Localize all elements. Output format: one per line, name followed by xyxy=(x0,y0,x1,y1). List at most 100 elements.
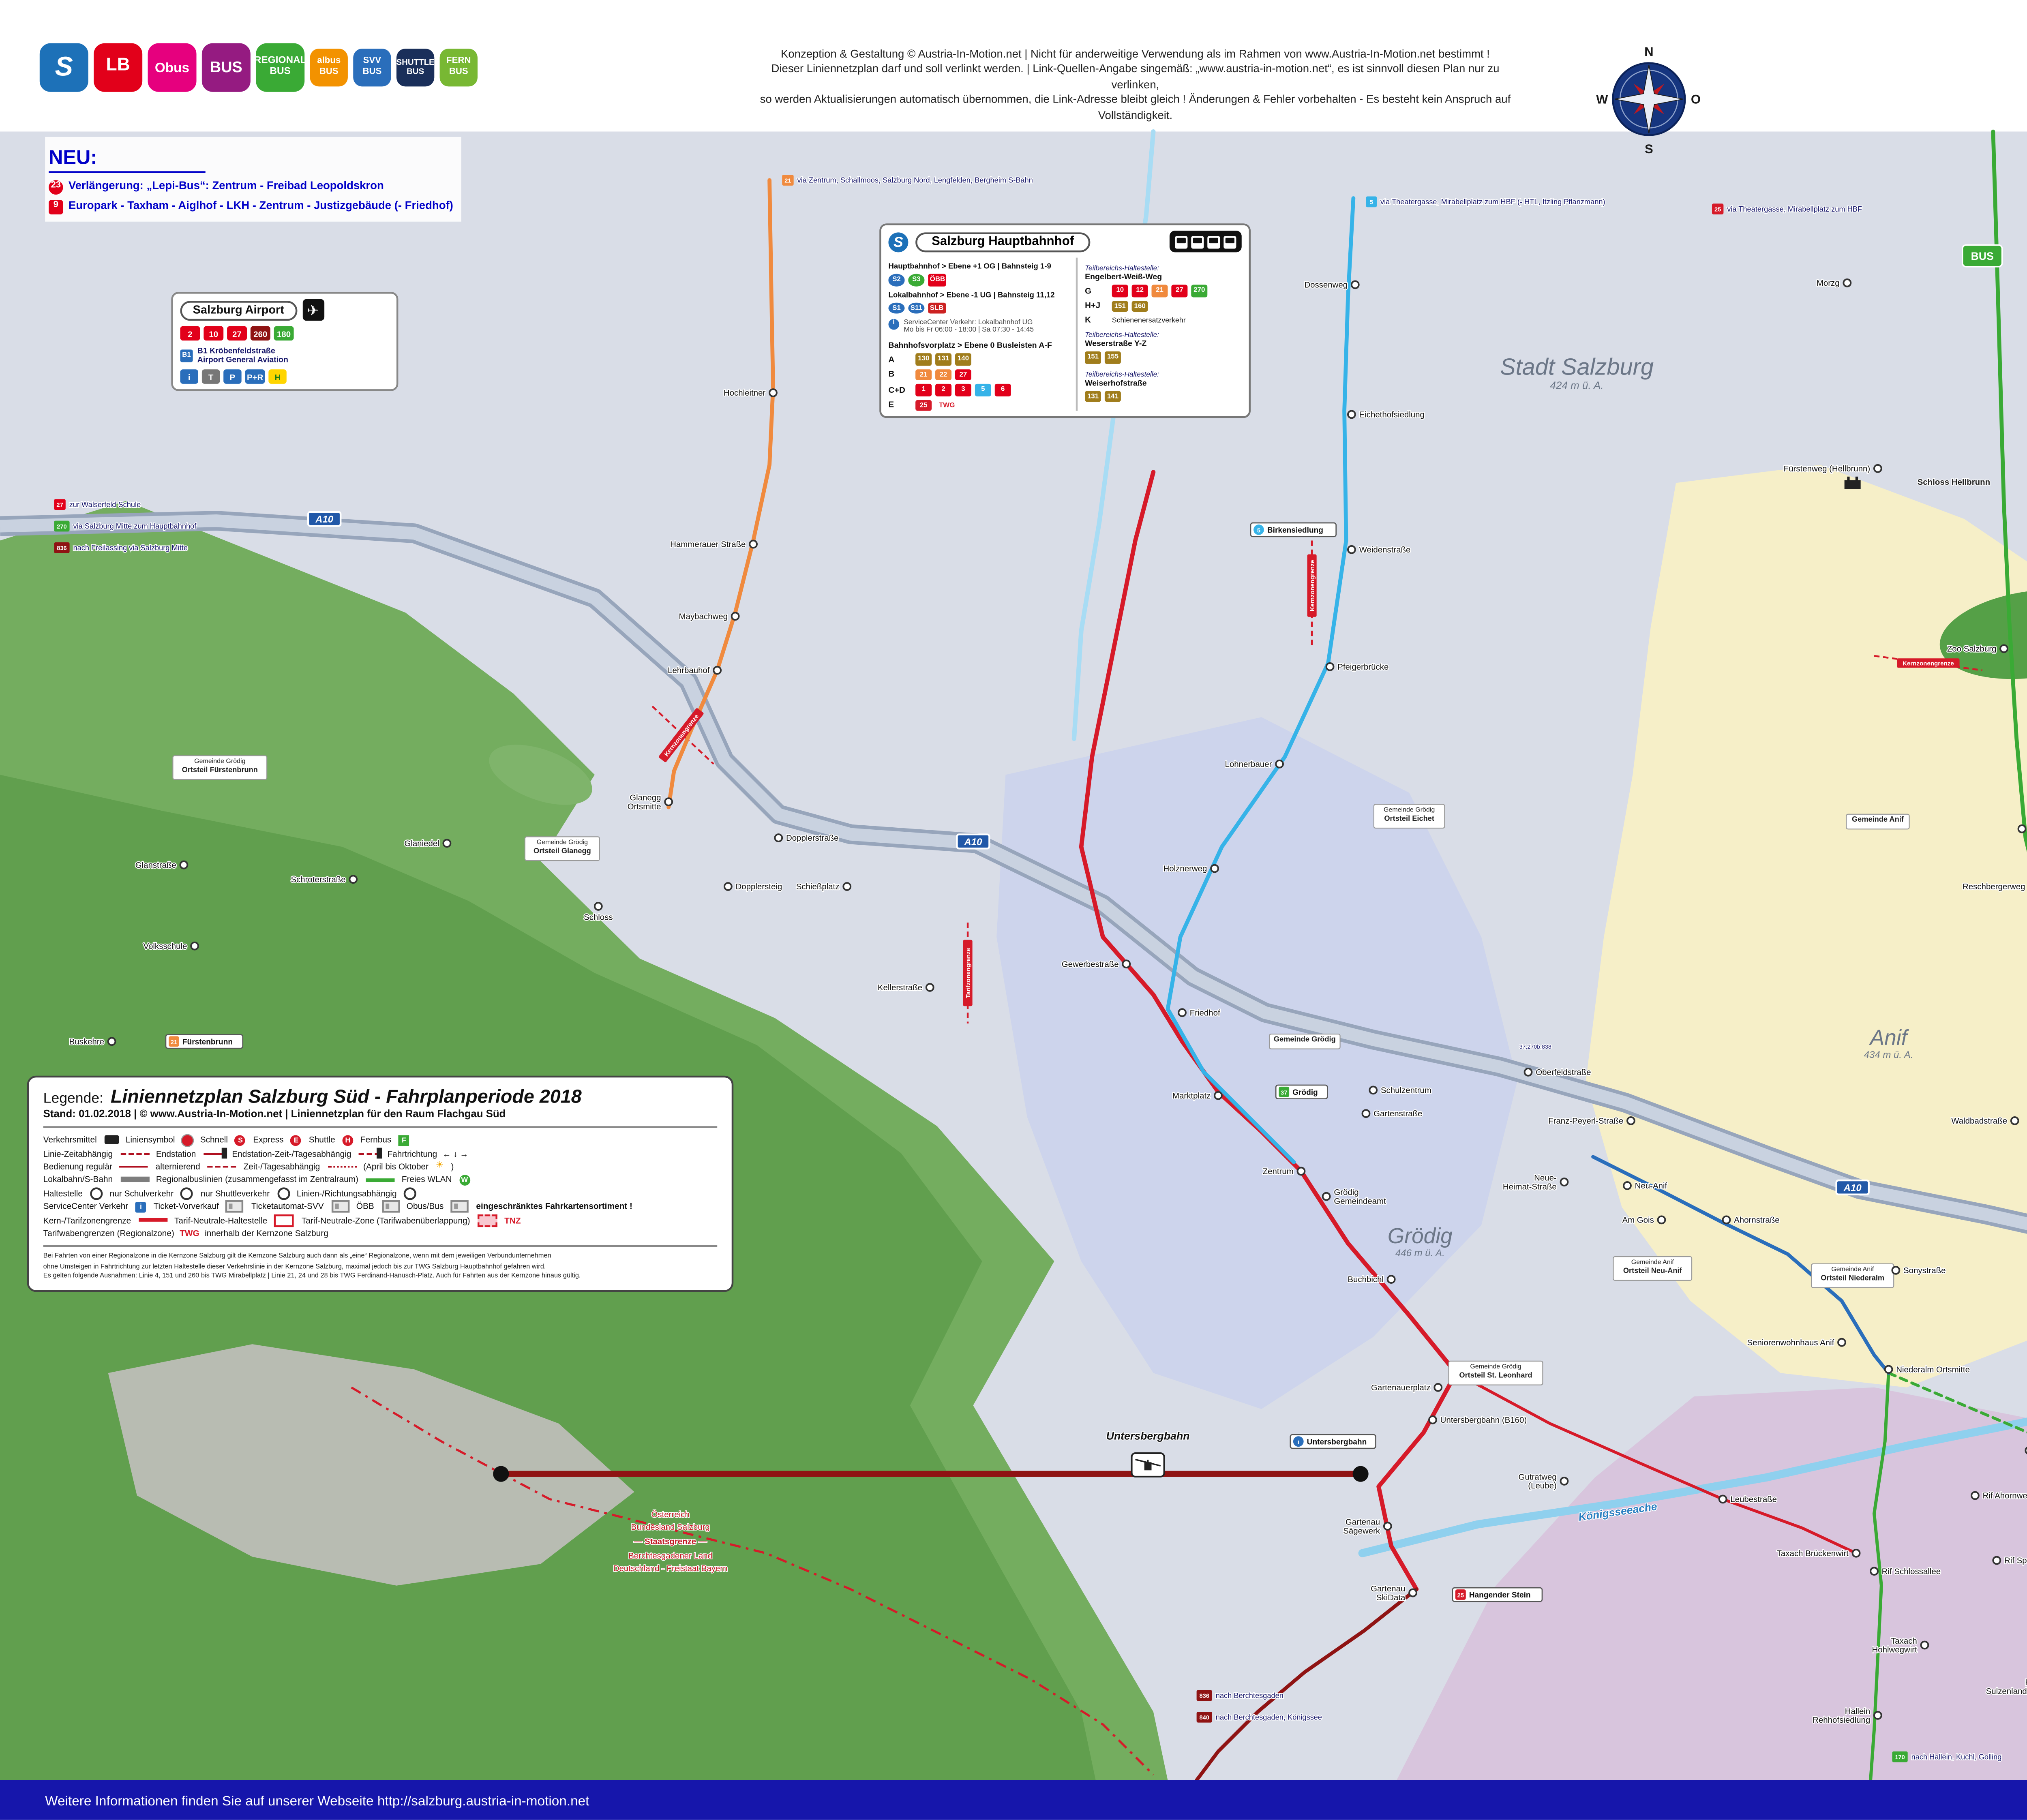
area-label: Anif xyxy=(1869,1026,1909,1050)
substop-section-name: Engelbert-Weiß-Weg xyxy=(1085,272,1162,281)
route-note: 836 nach Freilassing via Salzburg Mitte xyxy=(54,542,189,553)
station-label-line: Glaniedel xyxy=(404,839,439,848)
region-mountain xyxy=(108,1344,634,1586)
municipality-label-line: Ortsteil St. Leonhard xyxy=(1459,1371,1532,1379)
station-dot xyxy=(190,941,199,951)
legend-text: nur Shuttleverkehr xyxy=(200,1188,270,1198)
legend-fineprint-line: ohne Umsteigen in Fahrtrichtung zur letz… xyxy=(43,1262,546,1270)
terminus-label: Untersbergbahn xyxy=(1307,1438,1367,1446)
station-label: Zentrum xyxy=(1263,1167,1294,1176)
station-label-line: Neue- xyxy=(1534,1173,1557,1182)
terminus-label: Birkensiedlung xyxy=(1267,526,1323,535)
tariff-zone-label-box xyxy=(659,708,704,762)
route-green-hallein-west xyxy=(1869,1371,1890,1782)
station-label: Schloss xyxy=(584,912,613,922)
tariff-zone-label-box xyxy=(963,940,973,1006)
station-label: Am Gois xyxy=(1622,1216,1654,1225)
station-label: Schulzentrum xyxy=(1381,1086,1431,1095)
map-label: Österreich xyxy=(651,1510,689,1519)
legend-text: Kern-/Tarifzonengrenze xyxy=(43,1215,131,1225)
route-blue-anif xyxy=(1591,1155,1891,1375)
route-note-text: nach Freilassing via Salzburg Mitte xyxy=(73,544,188,552)
station-dot xyxy=(1296,1167,1306,1176)
motorway-a10 xyxy=(0,514,2027,1230)
station-label-line: Zentrum xyxy=(1263,1167,1294,1176)
hbf-level-label: Hauptbahnhof > Ebene +1 OG | Bahnsteig 1… xyxy=(888,261,1051,270)
legend-swatch-tnh xyxy=(274,1213,295,1227)
hbf-title: Salzburg Hauptbahnhof xyxy=(915,231,1091,252)
station-label: Oberfeldstraße xyxy=(1536,1068,1591,1077)
station-label-line: Taxach Brückenwirt xyxy=(1777,1549,1849,1558)
station-dot xyxy=(664,797,673,807)
line-badge-label: 836 xyxy=(57,545,66,552)
station-label: Schroterstraße xyxy=(291,875,345,884)
castle-icon xyxy=(1844,476,1861,489)
line-badge-label: 25 xyxy=(1714,206,1721,213)
line-badge: 21 xyxy=(1151,285,1168,297)
legend-text: TNZ xyxy=(504,1215,521,1225)
motorway-badge-box xyxy=(307,511,342,527)
station-label: Niederalm Ortsmitte xyxy=(1896,1365,1970,1374)
terminus-box-frame xyxy=(165,1034,244,1049)
legend-swatch-sq-f: F xyxy=(399,1135,409,1146)
operator-logo-obus: Obus xyxy=(148,43,197,92)
legend-swatch-sym xyxy=(182,1135,193,1146)
station-label-line: Oberfeldstraße xyxy=(1536,1068,1591,1077)
operator-logo-lokalbahn: LB xyxy=(94,43,143,92)
cablecar-icon xyxy=(1131,1452,1165,1477)
substop-section-name: Weiserhofstraße xyxy=(1085,377,1147,387)
station-dot xyxy=(1210,864,1219,873)
airport-line-badge: 10 xyxy=(204,326,224,341)
motorway-badge-a10: A10 xyxy=(307,511,342,527)
terminus-label: Hangender Stein xyxy=(1469,1591,1531,1599)
station-label-line: Lohnerbauer xyxy=(1225,760,1272,769)
area-label: Stadt Salzburg xyxy=(1500,354,1654,380)
line-badge xyxy=(1892,1751,1908,1762)
station-label-line: Gewerbestraße xyxy=(1062,959,1119,969)
legend-swatch-l-thick xyxy=(120,1177,149,1183)
station-label: Buskehre xyxy=(69,1037,104,1046)
page-footer: Weitere Informationen finden Sie auf uns… xyxy=(0,1780,2027,1820)
tariff-zone-label-text: Kernzonengrenze xyxy=(1309,560,1316,611)
station-dot xyxy=(1347,410,1356,419)
hbf-forecourt-sub: Busleisten A-F xyxy=(994,340,1052,350)
legend-swatch-endst2 xyxy=(358,1148,382,1159)
substop-note: Schienenersatzverkehr xyxy=(1112,315,1186,325)
legend-text: Freies WLAN xyxy=(401,1175,452,1185)
terrain-patch xyxy=(1939,589,2027,679)
station-dot xyxy=(1347,545,1356,554)
station-label: Ahornstraße xyxy=(1734,1216,1779,1225)
station-label-line: Seniorenwohnhaus Anif xyxy=(1747,1338,1834,1347)
hbf-platform-key: C+D xyxy=(888,385,905,394)
line-badge: 151 xyxy=(1085,351,1101,363)
station-label-line: Fürstenweg (Hellbrunn) xyxy=(1784,464,1871,473)
station-label-line: Dopplersteig xyxy=(736,882,782,891)
tariff-zone-label: Kernzonengrenze xyxy=(1307,554,1317,617)
legend-fineprint-line: Es gelten folgende Ausnahmen: Linie 4, 1… xyxy=(43,1272,581,1279)
station-dot xyxy=(1523,1068,1533,1077)
station-dot xyxy=(774,833,783,842)
line-badge xyxy=(1366,196,1377,208)
hbf-forecourt-title: Bahnhofsvorplatz > Ebene 0 Busleisten A-… xyxy=(888,341,1069,350)
airport-icon-h: H xyxy=(268,370,287,385)
station-label: Schießplatz xyxy=(796,882,840,891)
bus-icon xyxy=(1223,235,1236,248)
municipality-label-line: Gemeinde Grödig xyxy=(1470,1363,1521,1370)
terminus-box-frame xyxy=(1250,522,1337,537)
station-label-line: Holznerweg xyxy=(1163,864,1207,874)
station-label: Buchbichl xyxy=(1348,1275,1384,1284)
compass-west-label: W xyxy=(1596,92,1608,107)
tariff-zone-label: Tarifzonengrenze xyxy=(963,940,973,1006)
station-dot xyxy=(442,839,452,848)
regionalbus-logo-box xyxy=(1962,244,2003,268)
station-dot xyxy=(723,882,733,891)
route-orange-21 xyxy=(666,178,775,809)
